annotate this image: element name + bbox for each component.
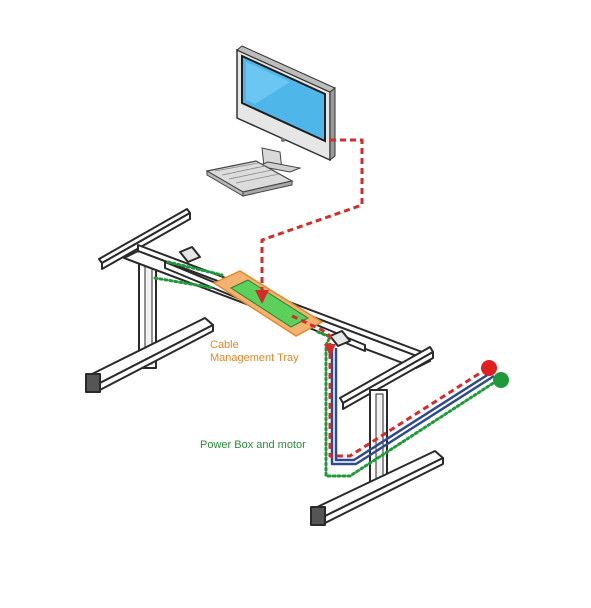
green-cable-end-icon: [493, 372, 509, 388]
desk-frame: [85, 208, 444, 526]
motor-label: Power Box and motor: [200, 439, 306, 451]
data-cable: [260, 138, 489, 458]
down-arrow-icon: [255, 290, 269, 304]
down-arrow-icon: [324, 344, 336, 356]
red-cable-end-icon: [481, 360, 497, 376]
power-cable: [330, 348, 495, 466]
monitor-icon: [236, 45, 336, 173]
tray-label: Cable Management Tray: [210, 339, 299, 365]
keyboard-icon: [205, 160, 294, 197]
tray-insert: [229, 279, 309, 328]
tray-label-line1: Cable: [210, 339, 239, 351]
cable-management-tray: [212, 270, 324, 337]
tray-label-line2: Management Tray: [210, 352, 299, 364]
